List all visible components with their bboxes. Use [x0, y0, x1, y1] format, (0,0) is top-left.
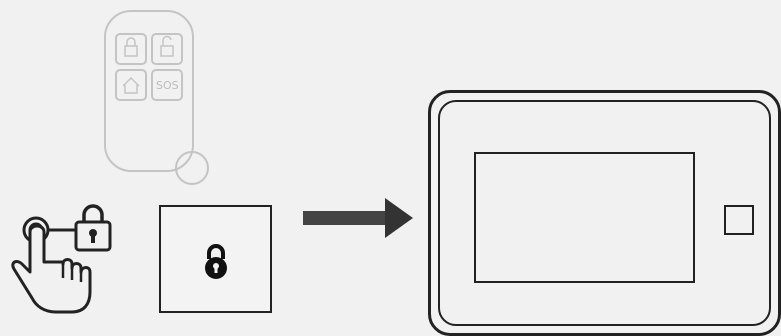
- padlock-icon: [74, 204, 112, 252]
- press-lock-icon: [11, 204, 112, 314]
- arrow-right-icon: [303, 198, 413, 238]
- remote-control: SOS: [104, 10, 209, 185]
- panel-bezel: [438, 100, 771, 326]
- keypad-lock-key: [159, 205, 272, 313]
- remote-button-unlock: [151, 33, 183, 65]
- remote-button-sos: SOS: [151, 69, 183, 101]
- remote-button-home: [115, 69, 147, 101]
- sos-label: SOS: [156, 79, 179, 92]
- lock-closed-icon: [205, 244, 227, 279]
- remote-button-lock: [115, 33, 147, 65]
- panel-home-button: [724, 205, 754, 235]
- alarm-control-panel: [428, 90, 781, 336]
- pointing-hand-icon: [11, 224, 92, 314]
- panel-display-screen: [474, 152, 695, 283]
